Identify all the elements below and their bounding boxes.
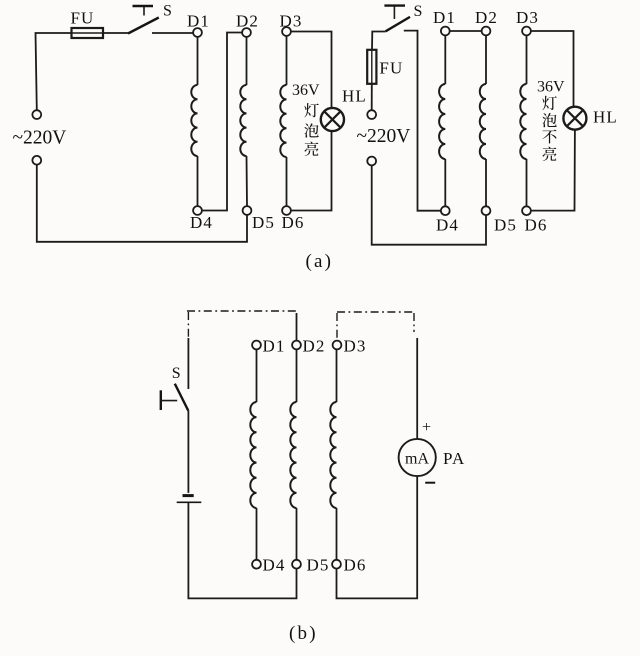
svg-text:D5: D5 xyxy=(252,213,275,232)
svg-text:D4: D4 xyxy=(436,215,459,234)
svg-text:D3: D3 xyxy=(516,8,539,27)
svg-text:D4: D4 xyxy=(190,213,213,232)
svg-text:+: + xyxy=(422,419,431,436)
svg-text:D6: D6 xyxy=(525,215,548,234)
svg-text:FU: FU xyxy=(379,59,403,78)
svg-text:S: S xyxy=(172,365,181,382)
svg-text:D1: D1 xyxy=(187,11,210,30)
svg-text:D2: D2 xyxy=(236,11,259,30)
svg-text:D3: D3 xyxy=(344,336,367,355)
svg-text:mA: mA xyxy=(405,450,429,467)
svg-text:HL: HL xyxy=(593,107,618,126)
svg-text:D6: D6 xyxy=(282,213,305,232)
svg-text:D5: D5 xyxy=(494,215,517,234)
svg-text:36V: 36V xyxy=(537,79,565,96)
svg-text:(b): (b) xyxy=(289,623,318,644)
svg-text:HL: HL xyxy=(342,87,367,106)
svg-text:D2: D2 xyxy=(303,336,326,355)
svg-text:~220V: ~220V xyxy=(13,128,67,149)
svg-text:D6: D6 xyxy=(344,556,367,575)
svg-text:S: S xyxy=(163,3,172,20)
svg-text:D4: D4 xyxy=(263,556,286,575)
svg-text:D5: D5 xyxy=(307,556,330,575)
svg-text:D2: D2 xyxy=(475,8,498,27)
svg-text:36V: 36V xyxy=(292,82,320,99)
svg-text:(a): (a) xyxy=(306,251,334,272)
svg-text:PA: PA xyxy=(443,449,465,468)
svg-text:D1: D1 xyxy=(263,336,286,355)
svg-text:D3: D3 xyxy=(280,11,303,30)
svg-text:S: S xyxy=(414,3,423,20)
svg-text:~220V: ~220V xyxy=(357,126,411,147)
svg-text:FU: FU xyxy=(71,9,95,28)
svg-text:D1: D1 xyxy=(433,8,456,27)
